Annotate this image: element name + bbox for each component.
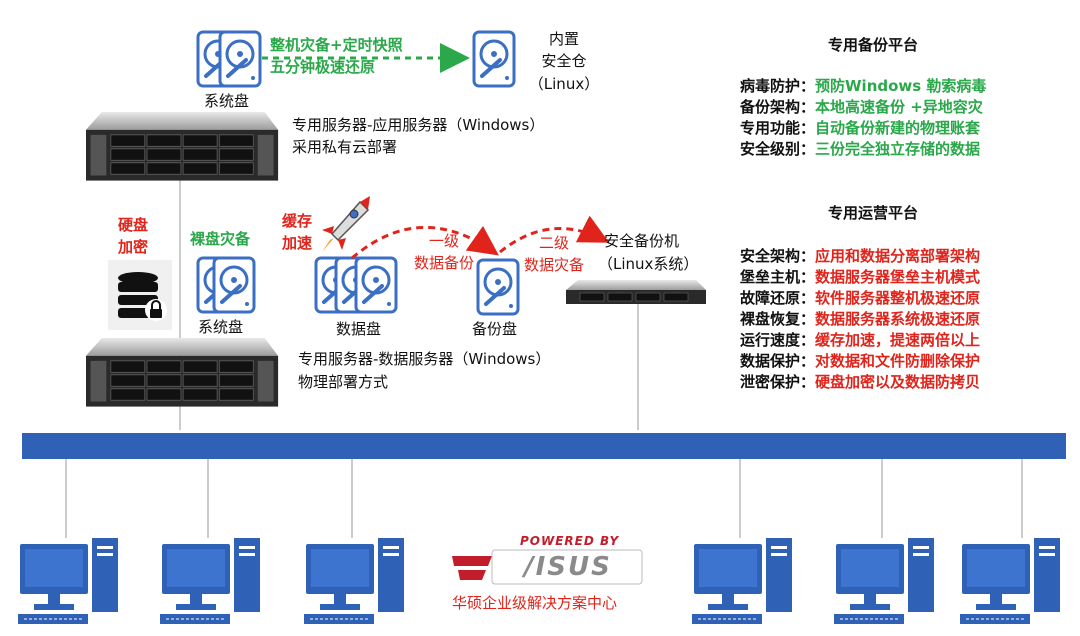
ops-platform-row: 故障还原：软件服务器整机极速还原: [740, 289, 981, 307]
ops-platform-row: 运行速度：缓存加速，提速两倍以上: [740, 331, 981, 349]
powered-by-text: POWERED BY: [520, 534, 620, 548]
bare-system-disk-label: 系统盘: [198, 318, 244, 336]
level1-label-1: 一级: [428, 232, 459, 250]
level1-backup-arrow: [351, 225, 499, 260]
vault-line2: 安全仓: [541, 52, 587, 70]
bare-system-disk-icon: [196, 256, 256, 314]
cache-label-2: 加速: [282, 234, 313, 252]
client-pc-icon: [959, 537, 1061, 625]
data-server-desc: 物理部署方式: [298, 373, 389, 391]
client-pc-icon: [159, 537, 261, 625]
vault-disk-icon: [472, 30, 516, 88]
backup-disk-label: 备份盘: [472, 320, 518, 338]
backup-disk-icon: [476, 258, 520, 316]
ops-platform-row: 堡垒主机：数据服务器堡垒主机模式: [740, 268, 981, 286]
backup-platform-row: 专用功能：自动备份新建的物理账套: [740, 119, 981, 137]
vault-line1: 内置: [548, 30, 579, 48]
backup-machine-os: （Linux系统）: [598, 255, 699, 273]
backup-platform-row: 病毒防护：预防Windows 勒索病毒: [740, 77, 987, 95]
backup-platform-row: 安全级别：三份完全独立存储的数据: [740, 140, 981, 158]
client-pc-icon: [17, 537, 119, 625]
rocket-icon: [322, 196, 370, 252]
encrypt-label-1: 硬盘: [118, 216, 149, 234]
level2-label-2: 数据灾备: [523, 256, 584, 274]
client-pc-icon: [303, 537, 405, 625]
top-backup-line2: 五分钟极速还原: [270, 58, 376, 76]
system-disk-icon: [196, 30, 262, 88]
asus-logo: [452, 549, 643, 585]
app-server-label: 专用服务器-应用服务器（Windows）: [292, 116, 545, 134]
client-pc-icon: [833, 537, 935, 625]
asus-logo-text: /ISUS: [524, 552, 612, 582]
bare-disk-backup-label: 裸盘灾备: [190, 230, 251, 248]
ops-platform-row: 泄密保护：硬盘加密以及数据防拷贝: [740, 373, 981, 391]
data-server: [85, 337, 279, 407]
network-bar: [22, 433, 1066, 459]
ops-platform-row: 安全架构：应用和数据分离部署架构: [740, 247, 981, 265]
cache-label-1: 缓存: [282, 212, 313, 230]
backup-machine: [566, 280, 706, 304]
level2-backup-arrow: [499, 215, 610, 254]
top-backup-line1: 整机灾备+定时快照: [270, 36, 403, 54]
ops-platform-title: 专用运营平台: [828, 204, 919, 222]
ops-platform-row: 裸盘恢复：数据服务器系统极速还原: [740, 310, 981, 328]
backup-platform-title: 专用备份平台: [828, 36, 919, 54]
app-server-desc: 采用私有云部署: [292, 138, 398, 156]
level1-label-2: 数据备份: [413, 254, 474, 272]
encrypt-disk-icon: [108, 260, 172, 330]
data-disk-label: 数据盘: [336, 320, 382, 338]
ops-platform-row: 数据保护：对数据和文件防删除保护: [740, 352, 981, 370]
data-server-label: 专用服务器-数据服务器（Windows）: [298, 350, 551, 368]
vault-line3: （Linux）: [528, 75, 600, 93]
app-server: [85, 111, 279, 181]
encrypt-label-2: 加密: [118, 238, 149, 256]
backup-machine-label: 安全备份机: [604, 232, 680, 250]
top-system-disk-label: 系统盘: [204, 92, 250, 110]
backup-platform-row: 备份架构：本地高速备份 +异地容灾: [740, 98, 983, 116]
data-disk-icon: [314, 256, 398, 314]
brand-caption: 华硕企业级解决方案中心: [452, 594, 618, 612]
client-pc-icon: [691, 537, 793, 625]
level2-label-1: 二级: [538, 234, 569, 252]
